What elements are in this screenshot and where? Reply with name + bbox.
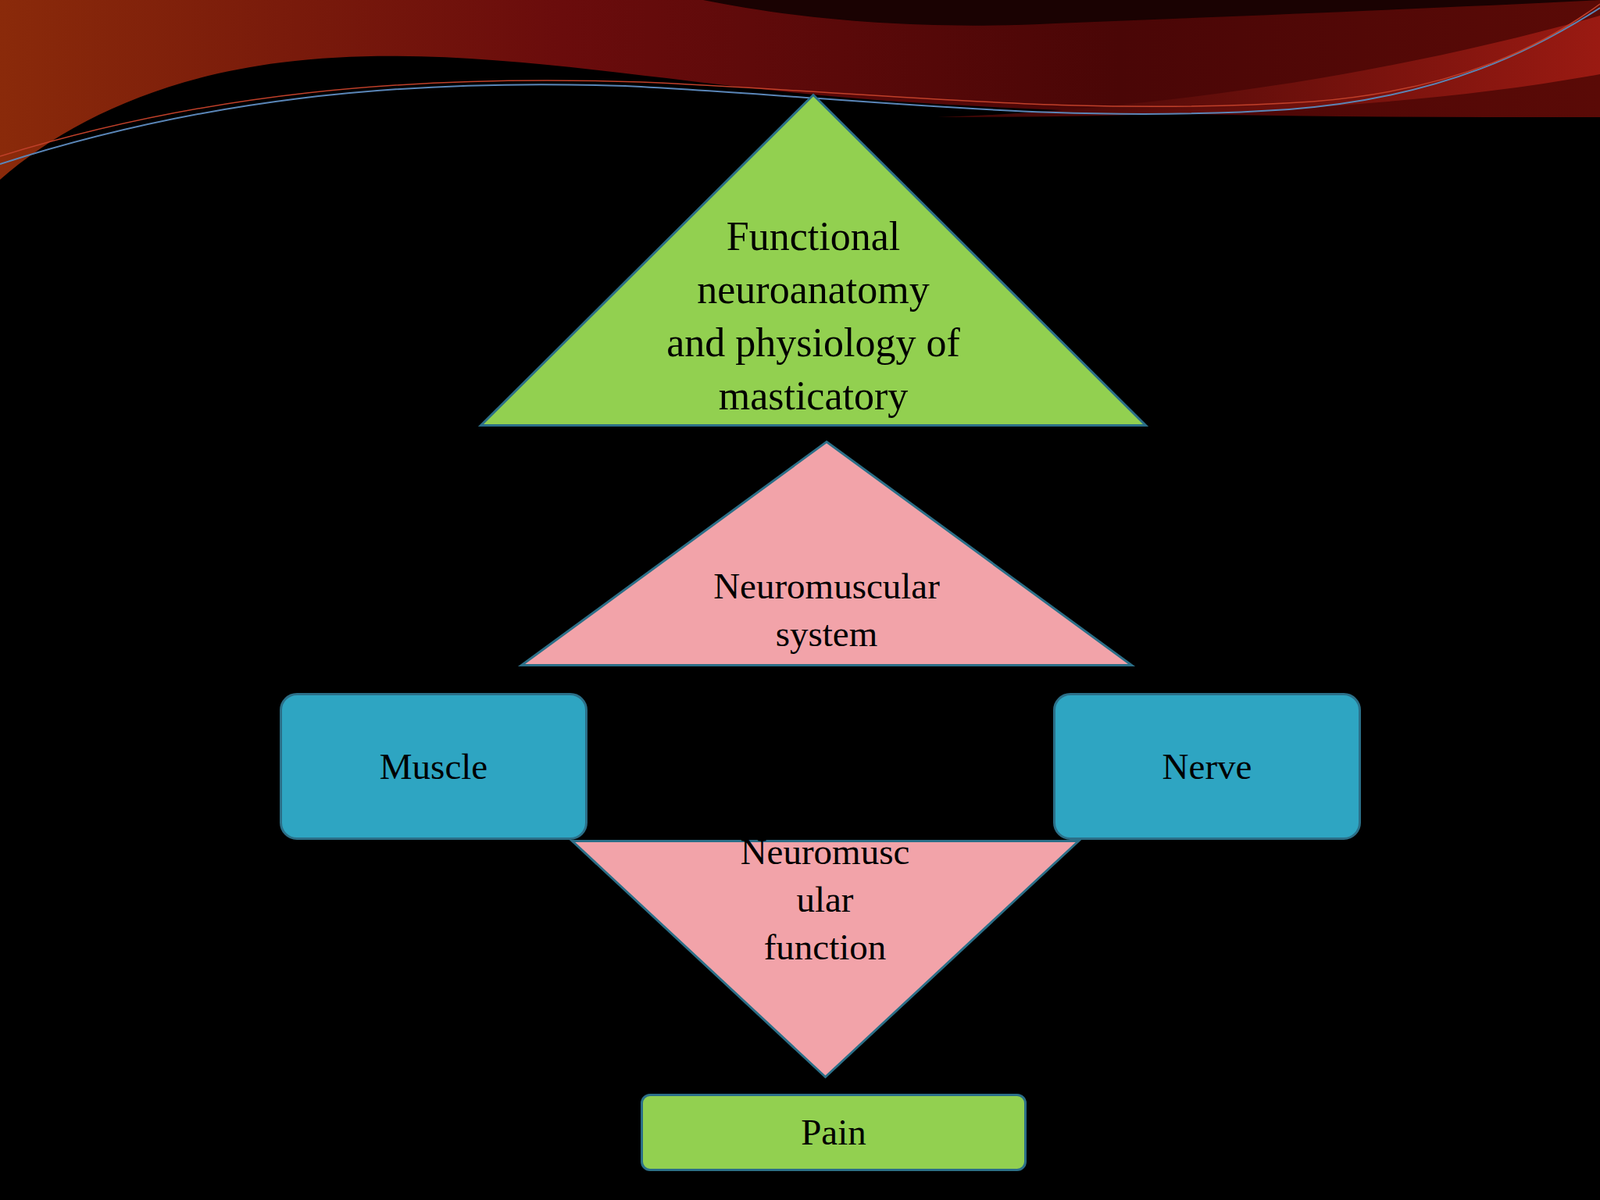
- node-label: Muscle: [379, 742, 488, 791]
- wave-shadow: [703, 0, 1600, 26]
- title-triangle: Functional neuroanatomy and physiology o…: [479, 93, 1147, 427]
- shape-fill: [481, 95, 1147, 426]
- function-triangle: Neuromusc ular function: [571, 839, 1080, 1079]
- outcome-box: Pain: [640, 1093, 1027, 1172]
- system-triangle: Neuromuscular system: [520, 440, 1133, 667]
- shape-fill: [521, 442, 1133, 666]
- node-label: Neuromuscular system: [693, 562, 960, 658]
- node-label: Pain: [800, 1108, 867, 1157]
- component-box: Nerve: [1053, 692, 1361, 840]
- node-label: Nerve: [1162, 742, 1253, 791]
- wave-highlight: [937, 15, 1600, 118]
- node-label: Functional neuroanatomy and physiology o…: [664, 210, 962, 423]
- node-label: Neuromusc ular function: [735, 828, 915, 972]
- component-box: Muscle: [279, 692, 588, 840]
